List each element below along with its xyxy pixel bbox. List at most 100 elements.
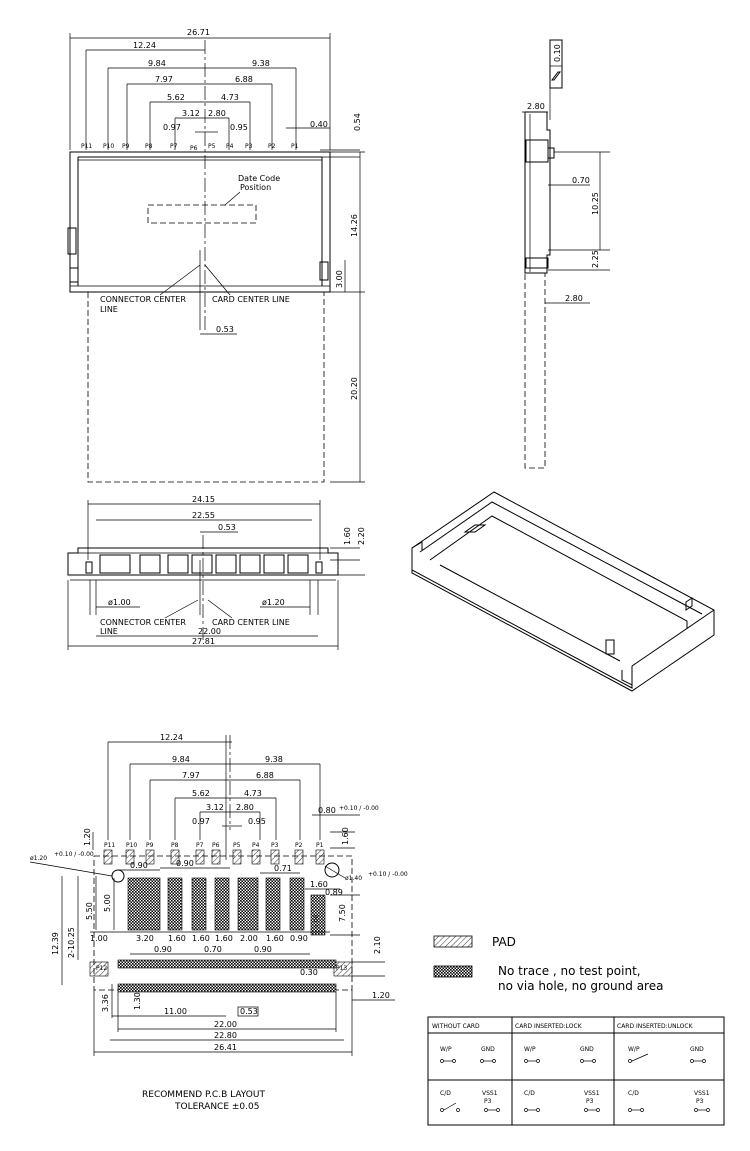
top-pin-label: P2: [268, 143, 276, 150]
top-dim-right-4: 2.80: [208, 109, 226, 118]
top-pin-label: P1: [291, 143, 299, 150]
pcb-bottom-row: 3.20: [136, 934, 154, 943]
pcb-gap-row: 0.70: [204, 945, 222, 954]
legend: PAD No trace , no test point, no via hol…: [433, 935, 663, 993]
pcb-side-pin: P12: [96, 965, 107, 972]
isometric-view: [411, 491, 715, 692]
pcb-right-label: 2.10: [373, 936, 382, 954]
pcb-bottom-row: 1.60: [168, 934, 186, 943]
pcb-width: 26.41: [214, 1043, 237, 1052]
legend-keepout-label: No trace , no test point,: [498, 964, 641, 978]
pcb-right-label: 0.30: [300, 968, 318, 977]
top-dim-left-5: 3.12: [182, 109, 200, 118]
pcb-pin-label: P9: [146, 842, 154, 849]
table-wp: W/P: [440, 1046, 452, 1053]
table-wp: W/P: [628, 1046, 640, 1053]
top-dim-left-6: 0.97: [163, 123, 181, 132]
top-pin-label: P11: [81, 143, 92, 150]
pcb-width: 11.00: [164, 1007, 187, 1016]
top-connector-center-line: LINE: [100, 305, 118, 314]
pcb-v-label: 12.39: [51, 932, 60, 955]
side-width-bottom: 2.80: [565, 294, 583, 303]
front-w3: 22.00: [198, 627, 221, 636]
side-d1: 0.70: [572, 176, 590, 185]
pcb-bottom-row: 0.90: [290, 934, 308, 943]
pcb-bottom-row: 1.60: [215, 934, 233, 943]
pcb-right-label: 1.60: [310, 880, 328, 889]
pcb-hole-left: ø1.20: [30, 855, 47, 862]
top-view: 26.71 12.24 9.84 7.97 5.62 3.12 0.97 9.3…: [67, 28, 365, 483]
pcb-caption: RECOMMEND P.C.B LAYOUT: [142, 1090, 265, 1100]
top-dim-right-1: 9.38: [252, 59, 270, 68]
top-dim-right-2: 6.88: [235, 75, 253, 84]
top-pin-label: P10: [103, 143, 114, 150]
pcb-pin-label: P4: [252, 842, 260, 849]
top-dim-left-3: 7.97: [155, 75, 173, 84]
pcb-right-label: 0.89: [325, 888, 343, 897]
pcb-width: 0.53: [240, 1007, 258, 1016]
pcb-v-label: 5.50: [85, 902, 94, 920]
front-offset: 0.53: [218, 523, 236, 532]
pcb-dim-left: 12.24: [160, 733, 183, 742]
top-dim-left-4: 5.62: [167, 93, 185, 102]
table-cd: C/D: [524, 1090, 535, 1097]
pcb-width: 22.80: [214, 1031, 237, 1040]
top-pin-label: P4: [226, 143, 234, 150]
top-pin-label: P8: [145, 143, 153, 150]
pcb-row-top: 0.71: [274, 864, 292, 873]
side-width-top: 2.80: [527, 102, 545, 111]
pcb-row-top: 0.90: [130, 861, 148, 870]
legend-keepout-label: no via hole, no ground area: [498, 979, 663, 993]
front-hole-right: ø1.20: [262, 598, 285, 607]
front-h1: 1.60: [343, 527, 352, 545]
legend-pad-label: PAD: [492, 935, 516, 949]
pcb-pin-label: P10: [126, 842, 137, 849]
top-pin-label: P5: [208, 143, 216, 150]
table-p3: P3: [484, 1098, 492, 1105]
top-card-center-line: CARD CENTER LINE: [212, 295, 290, 304]
top-center-offset: 0.53: [216, 325, 234, 334]
pcb-dim-right: 9.38: [265, 755, 283, 764]
side-d3: 2.25: [591, 250, 600, 268]
table-gnd: GND: [690, 1046, 704, 1053]
front-w4: 27.81: [192, 637, 215, 646]
table-cd: C/D: [628, 1090, 639, 1097]
pcb-bottom-row: 1.60: [192, 934, 210, 943]
side-view: 0.10 2.80 10.25 0.70 2.25 2.80: [522, 39, 610, 469]
pcb-v-label: 1.30: [133, 992, 142, 1010]
table-p3: P3: [586, 1098, 594, 1105]
front-card-center-line: CARD CENTER LINE: [212, 618, 290, 627]
front-w2: 22.55: [192, 511, 215, 520]
pcb-pad-width-tol: +0.10 / -0.00: [339, 805, 379, 812]
table-vss1: VSS1: [694, 1090, 710, 1097]
pcb-dim-right: 4.73: [244, 789, 262, 798]
table-gnd: GND: [580, 1046, 594, 1053]
pcb-hole-right-tol: +0.10 / -0.00: [368, 871, 408, 878]
pcb-pin-label: P8: [171, 842, 179, 849]
pcb-gap-row: 0.90: [254, 945, 272, 954]
pcb-dim-left: 0.97: [192, 817, 210, 826]
pcb-v-label: 2-10.25: [67, 927, 76, 958]
side-flatness: 0.10: [553, 44, 562, 62]
pcb-bottom-row: 1.60: [266, 934, 284, 943]
front-w1: 24.15: [192, 495, 215, 504]
pcb-pad-top: 1.20: [83, 828, 92, 846]
pcb-side-pin: P13: [336, 965, 347, 972]
pcb-pin-label: P1: [316, 842, 324, 849]
pcb-gap-row: 0.90: [154, 945, 172, 954]
pcb-label-1-00: 1.00: [313, 914, 320, 928]
front-hole-left: ø1.00: [108, 598, 131, 607]
table-header: CARD INSERTED:LOCK: [515, 1023, 583, 1030]
pcb-pad-len: 1.60: [341, 827, 350, 845]
top-dim-left-1: 12.24: [133, 41, 156, 50]
table-header: CARD INSERTED:UNLOCK: [617, 1023, 694, 1030]
date-code-label: Position: [240, 183, 271, 192]
table-p3: P3: [696, 1098, 704, 1105]
top-pin-label: P3: [245, 143, 253, 150]
legend-keepout-swatch: [433, 965, 473, 978]
pcb-dim-left: 7.97: [182, 771, 200, 780]
pcb-pin-label: P11: [104, 842, 115, 849]
table-header: WITHOUT CARD: [432, 1023, 480, 1030]
top-overall-width: 26.71: [187, 28, 210, 37]
pcb-right-label: 7.50: [338, 904, 347, 922]
